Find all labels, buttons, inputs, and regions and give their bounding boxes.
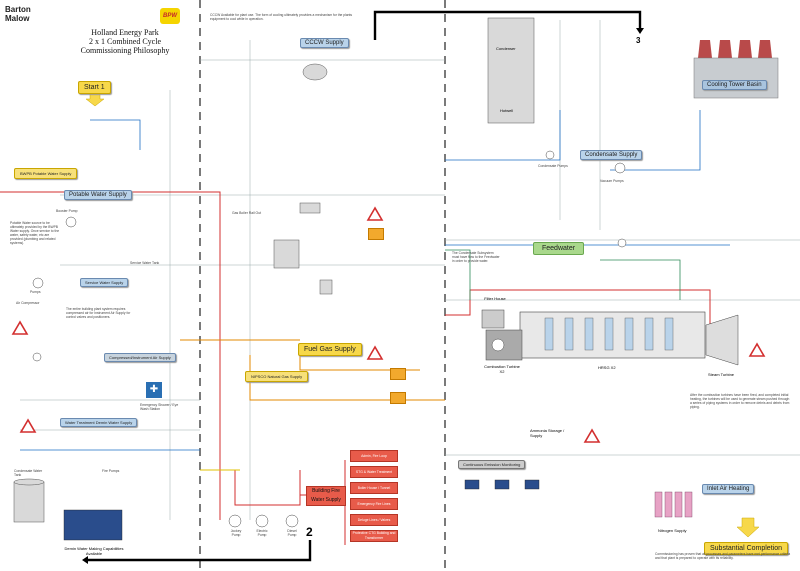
- building-fire-water-tag: Building Fire Water Supply: [306, 486, 346, 506]
- demin-note: Demin Water Making Capabilities Availabl…: [64, 546, 124, 556]
- feedwater-tag: Feedwater: [533, 242, 585, 255]
- electric-pump-label: Electric Pump: [256, 529, 268, 537]
- title-line-1: Holland Energy Park: [91, 28, 159, 37]
- nitrogen-label: Nitrogen Supply: [658, 528, 687, 533]
- cems-tag: Continuous Emission Monitoring: [458, 460, 526, 469]
- step-3-label: 3: [636, 36, 641, 45]
- air-compressor-label: Air Compressor: [16, 301, 40, 305]
- emergency-shower-icon: ✚: [146, 382, 162, 398]
- fire-box-admin: Admin, Fire Loop: [350, 450, 398, 462]
- compressed-air-note: The entire building plant system require…: [66, 307, 131, 319]
- potable-water-supply-tag: Potable Water Supply: [64, 190, 132, 200]
- condenser-label: Condenser: [496, 46, 516, 51]
- fuel-gas-supply-tag: Fuel Gas Supply: [298, 343, 362, 356]
- condensate-pumps-label: Condensate Pumps: [538, 164, 568, 168]
- step-2-label: 2: [306, 525, 313, 539]
- potable-note: Potable Water source to be ultimately pr…: [10, 221, 60, 245]
- fire-box-deluge: Deluge Lines / Valves: [350, 514, 398, 526]
- ccw-supply-tag: CCCW Supply: [300, 38, 349, 48]
- service-water-supply-tag: Service Water Supply: [80, 278, 129, 287]
- water-treatment-tag: Water Treatment Demin Water Supply: [60, 418, 138, 427]
- title-line-3: Commissioning Philosophy: [80, 46, 170, 55]
- fire-box-protective: Protective CTG Building and Transformer: [350, 530, 398, 542]
- hotwell-label: Hotwell: [500, 108, 514, 113]
- cooling-tower-basin-tag: Cooling Tower Basin: [702, 80, 767, 90]
- condensate-supply-tag: Condensate Supply: [580, 150, 643, 160]
- gas-boiler-label: Gas Boiler Rail Out: [232, 211, 262, 215]
- company-logo: Barton Malow: [5, 5, 45, 27]
- jockey-pump-label: Jockey Pump: [230, 529, 242, 537]
- steam-blow-note: After the combustion turbines have been …: [690, 393, 790, 409]
- orange-box-1: [390, 368, 406, 380]
- hrsg-label: HRSG X2: [598, 365, 616, 370]
- fire-box-boiler: Boiler House / Tunnel: [350, 482, 398, 494]
- fire-box-emergency: Emergency Fire Lines: [350, 498, 398, 510]
- cooling-tower-shape: [693, 40, 779, 99]
- partner-badge: BPW: [160, 8, 180, 24]
- orange-box-3: [368, 228, 384, 240]
- fire-pumps-label: Fire Pumps: [102, 469, 120, 473]
- logo-line-2: Malow: [5, 14, 30, 23]
- substantial-completion: Substantial Completion: [704, 542, 788, 555]
- nipsco-gas-tag: NIPSCO Natural Gas Supply: [245, 371, 309, 382]
- title-line-2: 2 x 1 Combined Cycle: [89, 37, 161, 46]
- ammonia-label: Ammonia Storage / Supply: [530, 428, 565, 438]
- combustion-turbine-label: Combustion Turbine X2: [484, 364, 520, 374]
- completion-note: Commissioning has proven that all proces…: [655, 552, 791, 560]
- bwpb-water-tag: BWPB Potable Water Supply: [14, 168, 78, 179]
- booster-pump-label: Booster Pump: [56, 209, 78, 213]
- logo-line-1: Barton: [5, 5, 31, 14]
- ccw-note: CCCW Available for plant use. The form o…: [210, 13, 353, 21]
- condensate-note: The Condensate Subsystem must have flow …: [452, 251, 500, 263]
- inlet-air-heating-tag: Inlet Air Heating: [702, 484, 755, 494]
- filter-house-label: Filter House: [484, 296, 506, 301]
- fire-box-stg: STG & Water Treatment: [350, 466, 398, 478]
- diesel-pump-label: Diesel Pump: [287, 529, 297, 537]
- start-step: Start 1: [78, 81, 111, 94]
- eyewash-label: Emergency Shower / Eye Wash Station: [140, 403, 179, 411]
- steam-turbine-label: Steam Turbine: [708, 372, 735, 377]
- orange-box-2: [390, 392, 406, 404]
- compressed-air-tag: Compressed/Instrument Air Supply: [104, 353, 176, 362]
- title-block: Holland Energy Park 2 x 1 Combined Cycle…: [50, 28, 200, 55]
- service-water-tank-label: Service Water Tank: [130, 261, 160, 265]
- condensate-tank-label: Condensate Water Tank: [14, 469, 43, 477]
- vacuum-pumps-label: Vacuum Pumps: [600, 179, 624, 183]
- pumps-label: Pumps: [30, 290, 41, 294]
